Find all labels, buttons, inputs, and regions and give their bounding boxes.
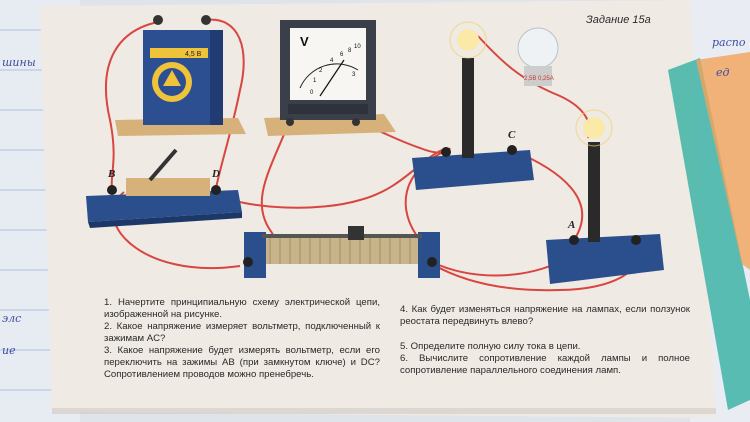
lamp2-base: [546, 234, 664, 284]
lamp1-pole: [462, 58, 474, 158]
rheostat-end-right: [418, 232, 440, 278]
voltmeter-tick-4: 4: [330, 58, 334, 64]
notebook-word-2: элс: [2, 312, 22, 325]
battery-label: 4,5 В: [185, 51, 202, 58]
voltmeter-tick-10: 10: [354, 44, 361, 50]
voltmeter-face: [290, 28, 366, 100]
ruler-orange: [696, 52, 750, 270]
ruler-green: [668, 58, 750, 410]
lamp2-pole: [588, 142, 600, 242]
voltmeter-tick-3: 3: [352, 72, 356, 78]
voltmeter-symbol: V: [300, 34, 309, 49]
voltmeter-tick-2: 2: [319, 68, 323, 74]
voltmeter-tick-8: 8: [348, 48, 352, 54]
rheostat-slider: [348, 226, 364, 240]
notebook-word-5: ед: [716, 66, 730, 79]
notebook-word-4: распо: [712, 36, 746, 49]
question-1: 1. Начертите принципиальную схему электр…: [104, 297, 380, 320]
notebook-word-3: ие: [2, 344, 16, 357]
lamp-label: 2,5В 0,25А: [524, 76, 554, 82]
voltmeter-needle: [319, 59, 345, 97]
question-3: 3. Какое напряжение будет измерять вольт…: [104, 345, 380, 380]
voltmeter-tick-0: 0: [310, 90, 314, 96]
rheostat-end-left: [244, 232, 266, 278]
card-shadow-bottom: [52, 408, 716, 414]
switch-plate: [126, 178, 210, 196]
terminal-c-label: C: [508, 129, 516, 141]
voltmeter-tick-6: 6: [340, 52, 344, 58]
question-5: 5. Определите полную силу тока в цепи.: [400, 341, 581, 352]
battery-label-bg: [150, 48, 208, 58]
notebook-word-1: шины: [2, 56, 36, 69]
question-4: 4. Как будет изменяться напряжение на ла…: [400, 304, 690, 327]
question-2: 2. Какое напряжение измеряет вольтметр, …: [104, 321, 380, 344]
terminal-b-label: B: [107, 168, 115, 180]
voltmeter-tick-1: 1: [313, 78, 317, 84]
lamp2-bulb: [583, 117, 605, 139]
lamp1-bulb: [457, 29, 479, 51]
terminal-a-label: A: [567, 219, 575, 231]
terminal-d-label: D: [211, 168, 220, 180]
question-6: 6. Вычислите сопротивление каждой лампы …: [400, 353, 690, 376]
spare-bulb-base: [524, 66, 552, 86]
rheostat-coil: [262, 238, 422, 264]
switch-lever: [148, 148, 178, 182]
spare-bulb: [517, 27, 559, 69]
task-label: Задание 15а: [586, 14, 651, 26]
switch-base: [86, 190, 242, 222]
rheostat-rod: [262, 234, 422, 238]
lamp1-base: [412, 150, 534, 190]
